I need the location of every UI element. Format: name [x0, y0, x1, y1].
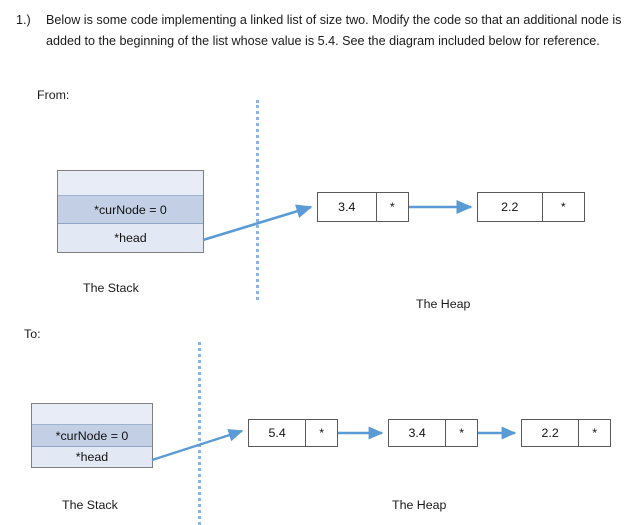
caption-heap-to: The Heap [392, 498, 447, 512]
arrow-head-to-node-to [151, 428, 244, 462]
heap-node-from-0: 3.4 * [317, 192, 409, 222]
heap-node-value: 3.4 [408, 426, 426, 440]
stack-box-to: *curNode = 0 *head [31, 403, 153, 468]
stack-box-from: *curNode = 0 *head [57, 170, 204, 253]
heap-node-pointer: * [305, 420, 337, 446]
heap-node-pointer: * [375, 193, 408, 221]
caption-stack-to: The Stack [62, 498, 118, 512]
stack-heap-divider-top [256, 100, 259, 300]
heap-node-pointer: * [578, 420, 610, 446]
heap-node-pointer: * [541, 193, 584, 221]
heap-node-to-0: 5.4 * [248, 419, 338, 447]
heap-node-value: 2.2 [501, 200, 519, 214]
question-number: 1.) [16, 13, 31, 27]
heap-node-value: 2.2 [541, 426, 559, 440]
stack-row-head-to: *head [32, 447, 152, 467]
stack-row-head-from: *head [58, 224, 203, 252]
stack-row-curnode-to: *curNode = 0 [32, 424, 152, 447]
heap-node-pointer: * [445, 420, 477, 446]
stack-heap-divider-bottom [198, 342, 201, 525]
heap-node-from-1: 2.2 * [477, 192, 585, 222]
to-label: To: [24, 327, 41, 341]
caption-stack-from: The Stack [83, 281, 139, 295]
stack-row-curnode-from: *curNode = 0 [58, 195, 203, 224]
stack-row-empty-to [32, 404, 152, 424]
question-text: Below is some code implementing a linked… [46, 13, 622, 48]
question-block: 1.) Below is some code implementing a li… [16, 10, 622, 52]
heap-node-to-1: 3.4 * [388, 419, 478, 447]
heap-node-value: 3.4 [338, 200, 356, 214]
caption-heap-from: The Heap [416, 297, 471, 311]
heap-node-value: 5.4 [268, 426, 286, 440]
heap-node-to-2: 2.2 * [521, 419, 611, 447]
stack-row-empty-from [58, 171, 203, 195]
from-label: From: [37, 88, 70, 102]
